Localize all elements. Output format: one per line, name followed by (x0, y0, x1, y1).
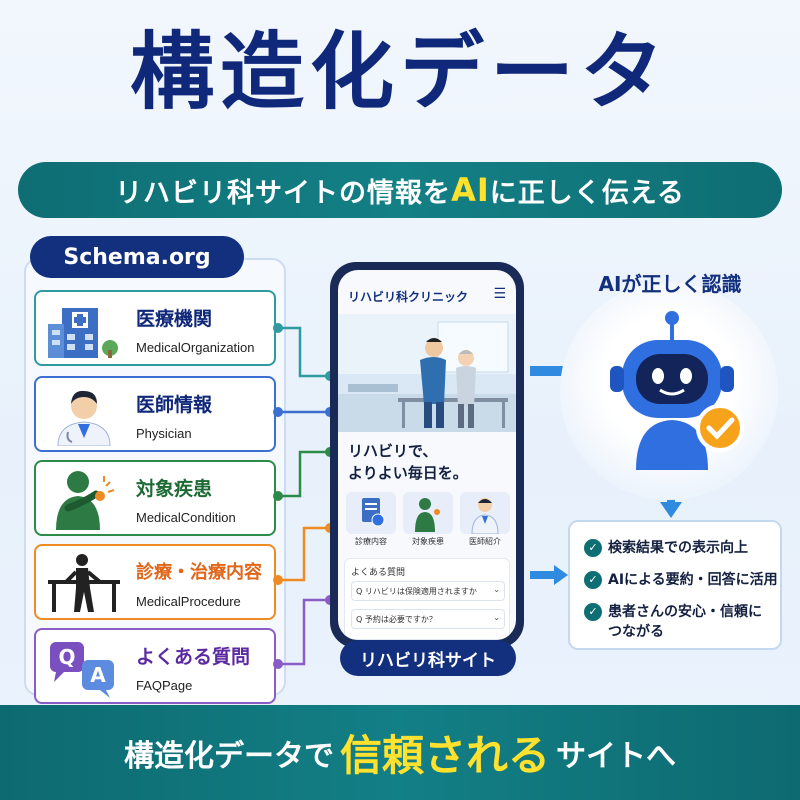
check-icon: ✓ (584, 539, 602, 557)
check-icon: ✓ (584, 603, 602, 621)
benefit-item: ✓ 検索結果での表示向上 (584, 538, 748, 558)
faq-item[interactable]: Q 予約は必要ですか？ ⌄ (351, 609, 505, 629)
document-icon (346, 492, 396, 534)
faq-section-title: よくある質問 (351, 568, 406, 578)
svg-text:Q: Q (58, 645, 75, 669)
hospital-icon (48, 308, 118, 358)
bottom-text-before: 構造化データで (123, 738, 334, 774)
bottom-banner: 構造化データで 信頼される サイトへ (0, 705, 800, 800)
svg-text:A: A (90, 663, 106, 687)
ai-recognition-title: AIが正しく認識 (598, 272, 742, 296)
schema-card-medical-organization: 医療機関 MedicalOrganization (34, 290, 276, 366)
faq-question: Q 予約は必要ですか？ (356, 615, 437, 624)
benefit-text-line-1: 患者さんの安心・信頼に (608, 604, 762, 620)
quick-link-label: 診療内容 (355, 537, 387, 546)
subtitle-text-before: リハビリ科サイトの情報を (115, 177, 452, 209)
schema-card-type: MedicalProcedure (136, 594, 241, 609)
schema-card-title: 診療・治療内容 (136, 562, 262, 583)
faq-question: Q リハビリは保険適用されますか (356, 587, 477, 596)
hamburger-menu-icon[interactable]: ☰ (493, 286, 506, 302)
schema-card-medical-procedure: 診療・治療内容 MedicalProcedure (34, 544, 276, 620)
schema-card-medical-condition: 対象疾患 MedicalCondition (34, 460, 276, 536)
quick-link-services[interactable]: 診療内容 (346, 492, 396, 547)
schema-card-title: 医師情報 (136, 394, 213, 416)
phone-screen: リハビリ科クリニック ☰ リハビリで、 よりよい毎日を。 (338, 270, 516, 640)
arrow-right-icon (530, 565, 568, 585)
clinic-site-header: リハビリ科クリニック (348, 290, 469, 304)
schema-card-faq-page: Q A よくある質問 FAQPage (34, 628, 276, 704)
schema-card-type: MedicalOrganization (136, 340, 255, 355)
schema-card-title: 対象疾患 (136, 478, 213, 500)
benefit-item: ✓ AIによる要約・回答に活用 (584, 570, 778, 590)
rehab-photo (338, 314, 516, 432)
site-tagline: リハビリで、 よりよい毎日を。 (348, 440, 468, 484)
check-icon: ✓ (584, 571, 602, 589)
chevron-down-icon: ⌄ (493, 613, 500, 622)
phone-mockup: リハビリ科クリニック ☰ リハビリで、 よりよい毎日を。 (330, 262, 524, 648)
doctor-icon (460, 492, 510, 535)
tagline-line-1: リハビリで、 (348, 442, 438, 460)
quick-link-label: 対象疾患 (412, 537, 444, 546)
ai-robot-icon (610, 311, 744, 470)
doctor-icon (57, 390, 111, 446)
subtitle-ai-highlight: AI (451, 171, 490, 209)
bottom-highlight: 信頼される (339, 731, 550, 780)
chevron-down-icon: ⌄ (493, 585, 500, 594)
main-title: 構造化データ (129, 23, 670, 121)
qa-bubbles-icon: Q A (50, 642, 114, 698)
site-faq-section: よくある質問 Q リハビリは保険適用されますか ⌄ Q 予約は必要ですか？ ⌄ (344, 558, 510, 640)
tagline-line-2: よりよい毎日を。 (348, 464, 468, 482)
benefit-item: ✓ 患者さんの安心・信頼に つながる (584, 602, 762, 642)
phone-site-label: リハビリ科サイト (340, 640, 516, 676)
benefits-list: ✓ 検索結果での表示向上 ✓ AIによる要約・回答に活用 ✓ 患者さんの安心・信… (568, 520, 782, 650)
benefit-text-line-2: つながる (608, 624, 664, 640)
quick-link-conditions[interactable]: 対象疾患 (403, 492, 453, 547)
benefit-text: 患者さんの安心・信頼に つながる (608, 602, 762, 642)
schema-card-title: よくある質問 (136, 646, 251, 668)
site-quick-links: 診療内容 対象疾患 医師紹介 (346, 492, 510, 547)
patient-icon (403, 492, 453, 534)
schema-card-title: 医療機関 (136, 308, 213, 330)
bottom-text-after: サイトへ (556, 738, 676, 774)
quick-link-doctors[interactable]: 医師紹介 (460, 492, 510, 547)
schema-card-type: FAQPage (136, 678, 193, 693)
schema-card-type: Physician (136, 426, 192, 441)
schema-card-type: MedicalCondition (136, 510, 236, 525)
subtitle-text-after: に正しく伝える (489, 177, 685, 209)
faq-item[interactable]: Q リハビリは保険適用されますか ⌄ (351, 581, 505, 601)
benefit-text: 検索結果での表示向上 (608, 540, 748, 556)
schema-card-physician: 医師情報 Physician (34, 376, 276, 452)
quick-link-label: 医師紹介 (469, 537, 501, 546)
patient-shoulder-icon (56, 471, 115, 530)
schema-org-label: Schema.org (30, 236, 244, 278)
rehab-parallel-bars-icon (48, 554, 120, 612)
benefit-text: AIによる要約・回答に活用 (608, 572, 778, 588)
